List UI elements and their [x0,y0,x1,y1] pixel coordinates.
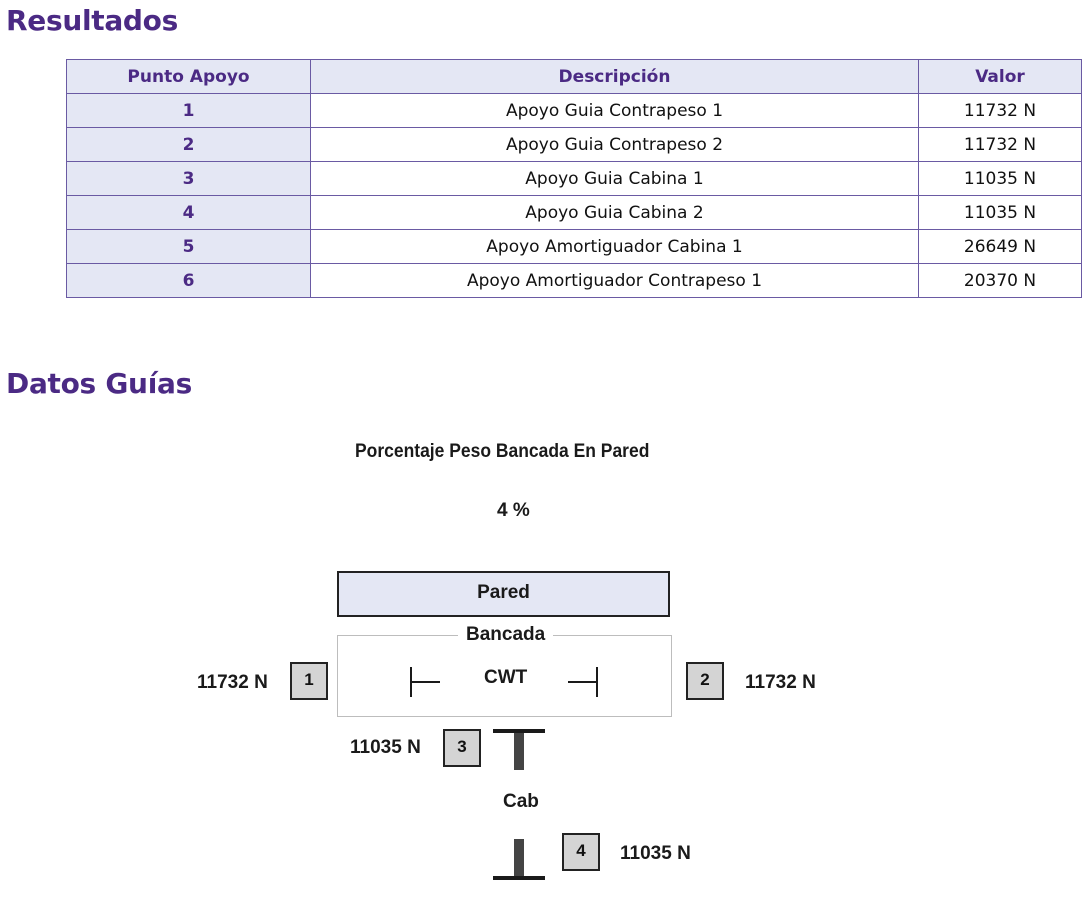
wall-box: Pared [337,571,670,617]
cabin-label: Cab [503,791,539,812]
counterweight-label: CWT [484,667,528,688]
cell-valor: 20370 N [918,263,1082,298]
bancada-label: Bancada [458,624,554,646]
support-4-box: 4 [562,833,600,871]
cell-punto: 3 [66,161,311,196]
cell-punto: 2 [66,127,311,162]
cell-valor: 11035 N [918,195,1082,230]
cell-descripcion: Apoyo Amortiguador Cabina 1 [310,229,919,264]
table-row: 4 Apoyo Guia Cabina 2 11035 N [66,195,1082,230]
table-row: 6 Apoyo Amortiguador Contrapeso 1 20370 … [66,263,1082,298]
cab-rail-top-web-icon [514,733,524,770]
cell-valor: 11732 N [918,127,1082,162]
cab-rail-top-flange-icon [493,729,545,733]
cab-rail-bottom-flange-icon [493,876,545,880]
cell-punto: 5 [66,229,311,264]
cwt-rail-right-web-icon [568,681,598,683]
cell-descripcion: Apoyo Guia Cabina 2 [310,195,919,230]
wall-label: Pared [477,582,530,603]
cwt-rail-left-web-icon [410,681,440,683]
cab-rail-bottom-web-icon [514,839,524,876]
cell-valor: 26649 N [918,229,1082,264]
support-4-force: 11035 N [620,843,691,864]
cell-descripcion: Apoyo Guia Contrapeso 2 [310,127,919,162]
table-header-row: Punto Apoyo Descripción Valor [66,59,1082,94]
cell-descripcion: Apoyo Guia Contrapeso 1 [310,93,919,128]
table-row: 3 Apoyo Guia Cabina 1 11035 N [66,161,1082,196]
cell-valor: 11732 N [918,93,1082,128]
table-row: 1 Apoyo Guia Contrapeso 1 11732 N [66,93,1082,128]
percentage-label: Porcentaje Peso Bancada En Pared [355,441,650,462]
results-table: Punto Apoyo Descripción Valor 1 Apoyo Gu… [66,59,1082,298]
header-valor: Valor [918,59,1082,94]
header-descripcion: Descripción [310,59,919,94]
support-3-box: 3 [443,729,481,767]
table-row: 5 Apoyo Amortiguador Cabina 1 26649 N [66,229,1082,264]
support-2-force: 11732 N [745,672,816,693]
cwt-rail-right-icon [596,667,598,697]
cell-punto: 6 [66,263,311,298]
datos-guias-title: Datos Guías [6,367,192,400]
support-1-force: 11732 N [197,672,268,693]
support-2-box: 2 [686,662,724,700]
support-1-box: 1 [290,662,328,700]
cell-punto: 4 [66,195,311,230]
percentage-value: 4 % [497,500,530,521]
table-row: 2 Apoyo Guia Contrapeso 2 11732 N [66,127,1082,162]
header-punto-apoyo: Punto Apoyo [66,59,311,94]
cell-descripcion: Apoyo Guia Cabina 1 [310,161,919,196]
cell-valor: 11035 N [918,161,1082,196]
cell-punto: 1 [66,93,311,128]
support-3-force: 11035 N [350,737,421,758]
resultados-title: Resultados [6,4,178,37]
cell-descripcion: Apoyo Amortiguador Contrapeso 1 [310,263,919,298]
